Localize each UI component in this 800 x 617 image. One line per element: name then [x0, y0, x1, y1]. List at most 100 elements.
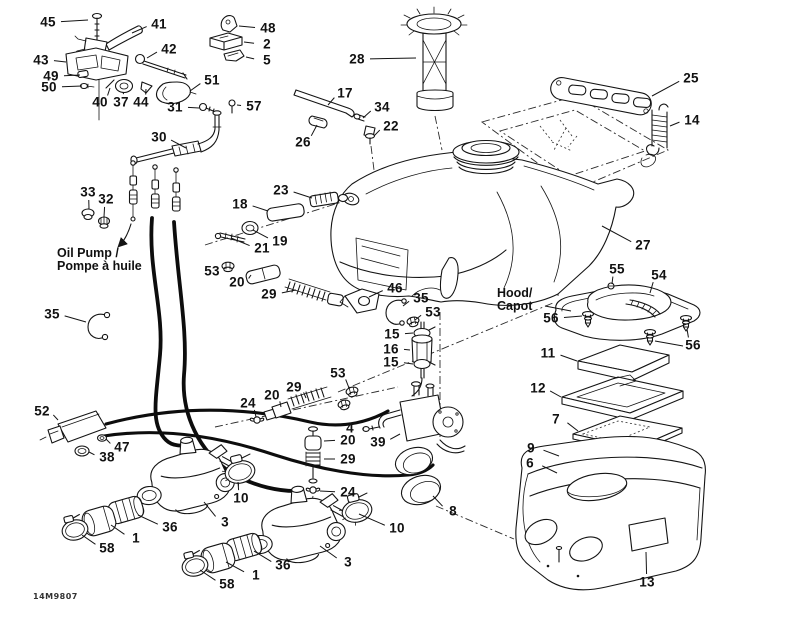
callout-15: 15	[384, 327, 400, 342]
callout-37: 37	[113, 95, 129, 110]
fuel-gauge-drawing	[400, 6, 468, 151]
leader-line-39	[389, 433, 401, 440]
leader-line-32	[103, 206, 106, 218]
leader-line-58	[199, 569, 216, 581]
callout-33: 33	[80, 185, 96, 200]
leader-line-20	[323, 439, 336, 442]
callout-1: 1	[252, 568, 260, 583]
callout-53: 53	[330, 366, 346, 381]
callout-14: 14	[684, 113, 700, 128]
leader-line-45	[60, 19, 89, 23]
callout-21: 21	[254, 241, 270, 256]
callout-43: 43	[33, 53, 49, 68]
leader-line-40	[107, 87, 111, 96]
console-drawing	[515, 435, 706, 591]
leader-line-55	[611, 276, 614, 285]
callout-56: 56	[685, 338, 701, 353]
leader-line-15	[403, 362, 414, 365]
fuel-tank-drawing	[330, 139, 635, 306]
leader-line-52	[52, 414, 59, 421]
spring-set-diagonal-drawing	[249, 386, 332, 424]
leader-line-54	[649, 282, 654, 294]
callout-49: 49	[43, 69, 59, 84]
leader-line-41	[131, 26, 147, 34]
clamp-nuts-drawing	[336, 385, 360, 412]
callout-24: 24	[240, 396, 256, 411]
leader-line-8	[432, 495, 443, 507]
callout-42: 42	[161, 42, 177, 57]
callout-29: 29	[340, 452, 356, 467]
leader-line-18	[252, 205, 269, 212]
plate-code: 14M9807	[33, 592, 78, 601]
chain-to-console	[435, 505, 515, 540]
callout-36: 36	[162, 520, 178, 535]
leader-line-10	[237, 481, 240, 491]
callout-28: 28	[349, 52, 365, 67]
callout-25: 25	[683, 71, 699, 86]
callout-40: 40	[92, 95, 108, 110]
hood-vent-drawing	[553, 282, 701, 346]
callout-9: 9	[527, 441, 535, 456]
leader-line-9	[543, 449, 560, 457]
callout-44: 44	[133, 95, 149, 110]
leader-line-1	[225, 561, 245, 573]
callout-58: 58	[219, 577, 235, 592]
callout-47: 47	[114, 440, 130, 455]
callout-3: 3	[221, 515, 229, 530]
callout-10: 10	[233, 491, 249, 506]
callout-3: 3	[344, 555, 352, 570]
chain-to-pump	[214, 386, 399, 428]
callout-41: 41	[151, 17, 167, 32]
hood-label: Hood/Capot	[497, 286, 533, 313]
callout-27: 27	[635, 238, 651, 253]
hood-bracket-drawing	[550, 77, 652, 116]
fuel-connector-drawing	[39, 410, 108, 457]
oil-pump-label: Oil Pump /Pompe à huile	[57, 246, 142, 273]
callout-53: 53	[204, 264, 220, 279]
callout-54: 54	[651, 268, 667, 283]
chain-to-hood	[337, 302, 554, 393]
callout-18: 18	[232, 197, 248, 212]
leader-line-25	[651, 80, 680, 97]
leader-line-35	[64, 315, 87, 323]
leader-line-37	[122, 91, 125, 95]
leader-line-53	[414, 314, 422, 321]
callout-12: 12	[530, 381, 546, 396]
leader-line-24	[319, 490, 336, 493]
leader-line-56	[686, 328, 689, 338]
leader-line-48	[238, 25, 256, 28]
callout-20: 20	[264, 388, 280, 403]
extra-leaders	[544, 305, 684, 347]
callout-20: 20	[340, 433, 356, 448]
fuel-filter-drawing	[411, 321, 436, 397]
leader-line-5	[245, 56, 255, 60]
leader-line-53	[345, 379, 350, 389]
callout-56: 56	[543, 311, 559, 326]
spring-29-upper	[284, 278, 331, 302]
leader-line-13	[645, 551, 648, 575]
callout-7: 7	[552, 412, 560, 427]
cable-junction-drawing	[117, 110, 222, 248]
cable-adjusters-drawing	[128, 160, 181, 222]
leader-line-15	[404, 332, 414, 335]
callout-5: 5	[263, 53, 271, 68]
leader-line-2	[243, 41, 255, 44]
callout-6: 6	[526, 456, 534, 471]
leader-line-51	[189, 83, 201, 92]
callout-2: 2	[263, 37, 271, 52]
grommet-drawings	[81, 208, 111, 229]
oil-pump-arrow	[117, 223, 132, 248]
callout-20: 20	[229, 275, 245, 290]
vent-hose-drawing	[293, 89, 376, 171]
leader-line-47	[105, 438, 111, 444]
leader-line-34	[362, 110, 372, 119]
callout-50: 50	[41, 80, 57, 95]
callout-55: 55	[609, 262, 625, 277]
leader-line-16	[403, 348, 411, 351]
callout-23: 23	[273, 183, 289, 198]
callout-34: 34	[374, 100, 390, 115]
leader-line-3	[203, 501, 216, 517]
callout-35: 35	[44, 307, 60, 322]
leader-line-58	[81, 534, 96, 545]
